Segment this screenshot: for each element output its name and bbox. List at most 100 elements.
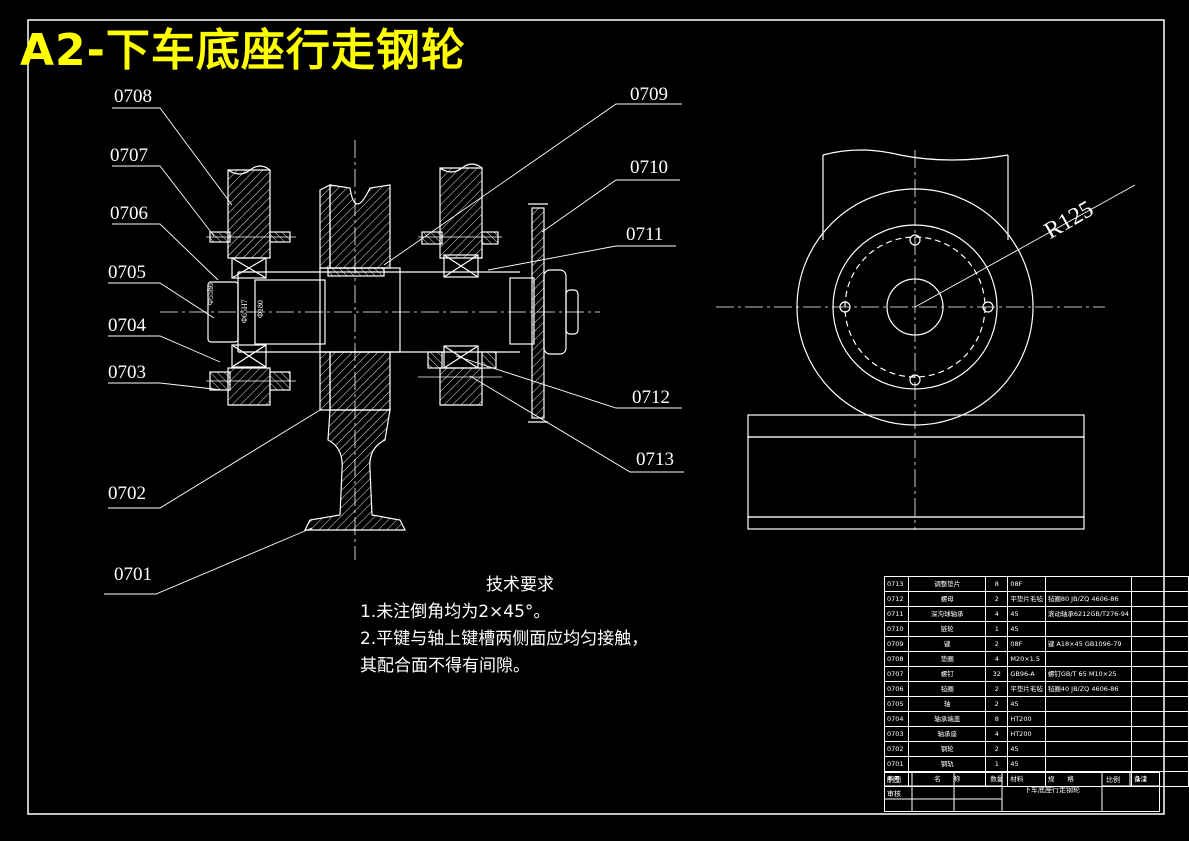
callout-0702: 0702: [108, 483, 146, 504]
bom-cell-qty: 2: [985, 696, 1009, 712]
bom-cell-qty: 32: [985, 666, 1009, 682]
bom-cell-mat: 45: [1007, 621, 1046, 637]
bom-cell-note: [1131, 621, 1189, 637]
bom-cell-note: [1131, 756, 1189, 772]
bom-cell-name: 链轮: [908, 621, 987, 637]
bom-cell-std: 键 A18×45 GB1096-79: [1044, 636, 1133, 652]
bom-cell-qty: 4: [985, 726, 1009, 742]
side-view: [716, 149, 1136, 530]
tb-scale: 1:2: [1136, 775, 1148, 783]
bom-cell-std: [1044, 576, 1133, 592]
bom-cell-mat: HT200: [1007, 726, 1046, 742]
bom-header-row: 序号名 称数量材料规 格备注: [883, 771, 1189, 787]
bom-cell-mat: 平垫片毛毡: [1007, 681, 1046, 697]
leader-lines: [104, 103, 684, 595]
tb-checked: 审核: [887, 790, 901, 798]
bom-cell-no: 0712: [883, 591, 910, 607]
bom-cell-name: 轴承端盖: [908, 711, 987, 727]
callout-0704: 0704: [108, 315, 146, 336]
bom-cell-note: [1131, 591, 1189, 607]
bom-cell-no: 0710: [883, 621, 910, 637]
callout-0706: 0706: [110, 203, 148, 224]
bom-cell-name: 轴: [908, 696, 987, 712]
bom-cell-no: 0704: [883, 711, 910, 727]
dim-d3: Φ180: [256, 300, 265, 318]
bom-cell-note: [1131, 741, 1189, 757]
bom-cell-no: 0706: [883, 681, 910, 697]
bom-cell-std: [1044, 651, 1133, 667]
bom-cell-qty: 1: [985, 756, 1009, 772]
bom-cell-name: 调整垫片: [908, 576, 987, 592]
bom-cell-mat: 平垫片毛毡: [1007, 591, 1046, 607]
bom-cell-mat: 45: [1007, 606, 1046, 622]
notes-line2: 2.平键与轴上键槽两侧面应均匀接触，: [360, 629, 649, 649]
bom-cell-qty: 8: [985, 711, 1009, 727]
bom-cell-std: 毡圈40 JB/ZQ 4606-86: [1044, 681, 1133, 697]
bom-cell-note: 备注: [1131, 771, 1189, 787]
bom-cell-std: [1044, 621, 1133, 637]
bom-cell-mat: 45: [1007, 741, 1046, 757]
bom-cell-note: [1131, 636, 1189, 652]
bom-cell-note: [1131, 696, 1189, 712]
bom-cell-no: 0703: [883, 726, 910, 742]
bom-cell-mat: 08F: [1007, 576, 1046, 592]
notes-line1: 1.未注倒角均为2×45°。: [360, 602, 551, 622]
bom-cell-no: 0708: [883, 651, 910, 667]
dim-d1: Φ55h6: [206, 283, 215, 305]
bom-cell-no: 0707: [883, 666, 910, 682]
callout-0701: 0701: [114, 564, 152, 585]
bom-cell-qty: 4: [985, 651, 1009, 667]
callout-0705: 0705: [108, 262, 146, 283]
callout-0711: 0711: [626, 224, 664, 245]
bom-cell-name: 深沟球轴承: [908, 606, 987, 622]
bom-cell-name: 钢轨: [908, 756, 987, 772]
bom-cell-note: [1131, 666, 1189, 682]
section-view: [160, 140, 600, 560]
tb-scale-label: 比例: [1106, 776, 1120, 784]
bom-cell-std: [1044, 756, 1133, 772]
bom-cell-mat: GB96-A: [1007, 666, 1046, 682]
bom-cell-note: [1131, 651, 1189, 667]
technical-notes: 技术要求 1.未注倒角均为2×45°。 2.平键与轴上键槽两侧面应均匀接触， 其…: [360, 572, 720, 680]
bom-cell-note: [1131, 681, 1189, 697]
bom-cell-std: [1044, 726, 1133, 742]
bom-cell-std: [1044, 711, 1133, 727]
bom-cell-no: 0713: [883, 576, 910, 592]
bom-cell-name: 垫圈: [908, 651, 987, 667]
bom-cell-qty: 4: [985, 606, 1009, 622]
bom-cell-std: 毡圈80 JB/ZQ 4606-86: [1044, 591, 1133, 607]
bom-cell-name: 螺母: [908, 591, 987, 607]
bom-cell-mat: 08F: [1007, 636, 1046, 652]
bom-cell-qty: 2: [985, 591, 1009, 607]
callout-0710: 0710: [630, 157, 668, 178]
callout-0709: 0709: [630, 84, 668, 105]
bom-cell-name: 轴承座: [908, 726, 987, 742]
callout-0708: 0708: [114, 86, 152, 107]
bom-cell-qty: 2: [985, 681, 1009, 697]
bom-cell-note: [1131, 711, 1189, 727]
title-block-frame: [884, 772, 1160, 812]
bom-cell-note: [1131, 726, 1189, 742]
bom-cell-qty: 8: [985, 576, 1009, 592]
bom-cell-name: 螺钉: [908, 666, 987, 682]
bom-cell-std: [1044, 696, 1133, 712]
bom-cell-no: 0702: [883, 741, 910, 757]
bom-cell-name: 毡圈: [908, 681, 987, 697]
bom-cell-std: [1044, 741, 1133, 757]
bom-cell-mat: 45: [1007, 696, 1046, 712]
drawing-title: A2-下车底座行走钢轮: [20, 25, 466, 76]
bom-cell-name: 键: [908, 636, 987, 652]
